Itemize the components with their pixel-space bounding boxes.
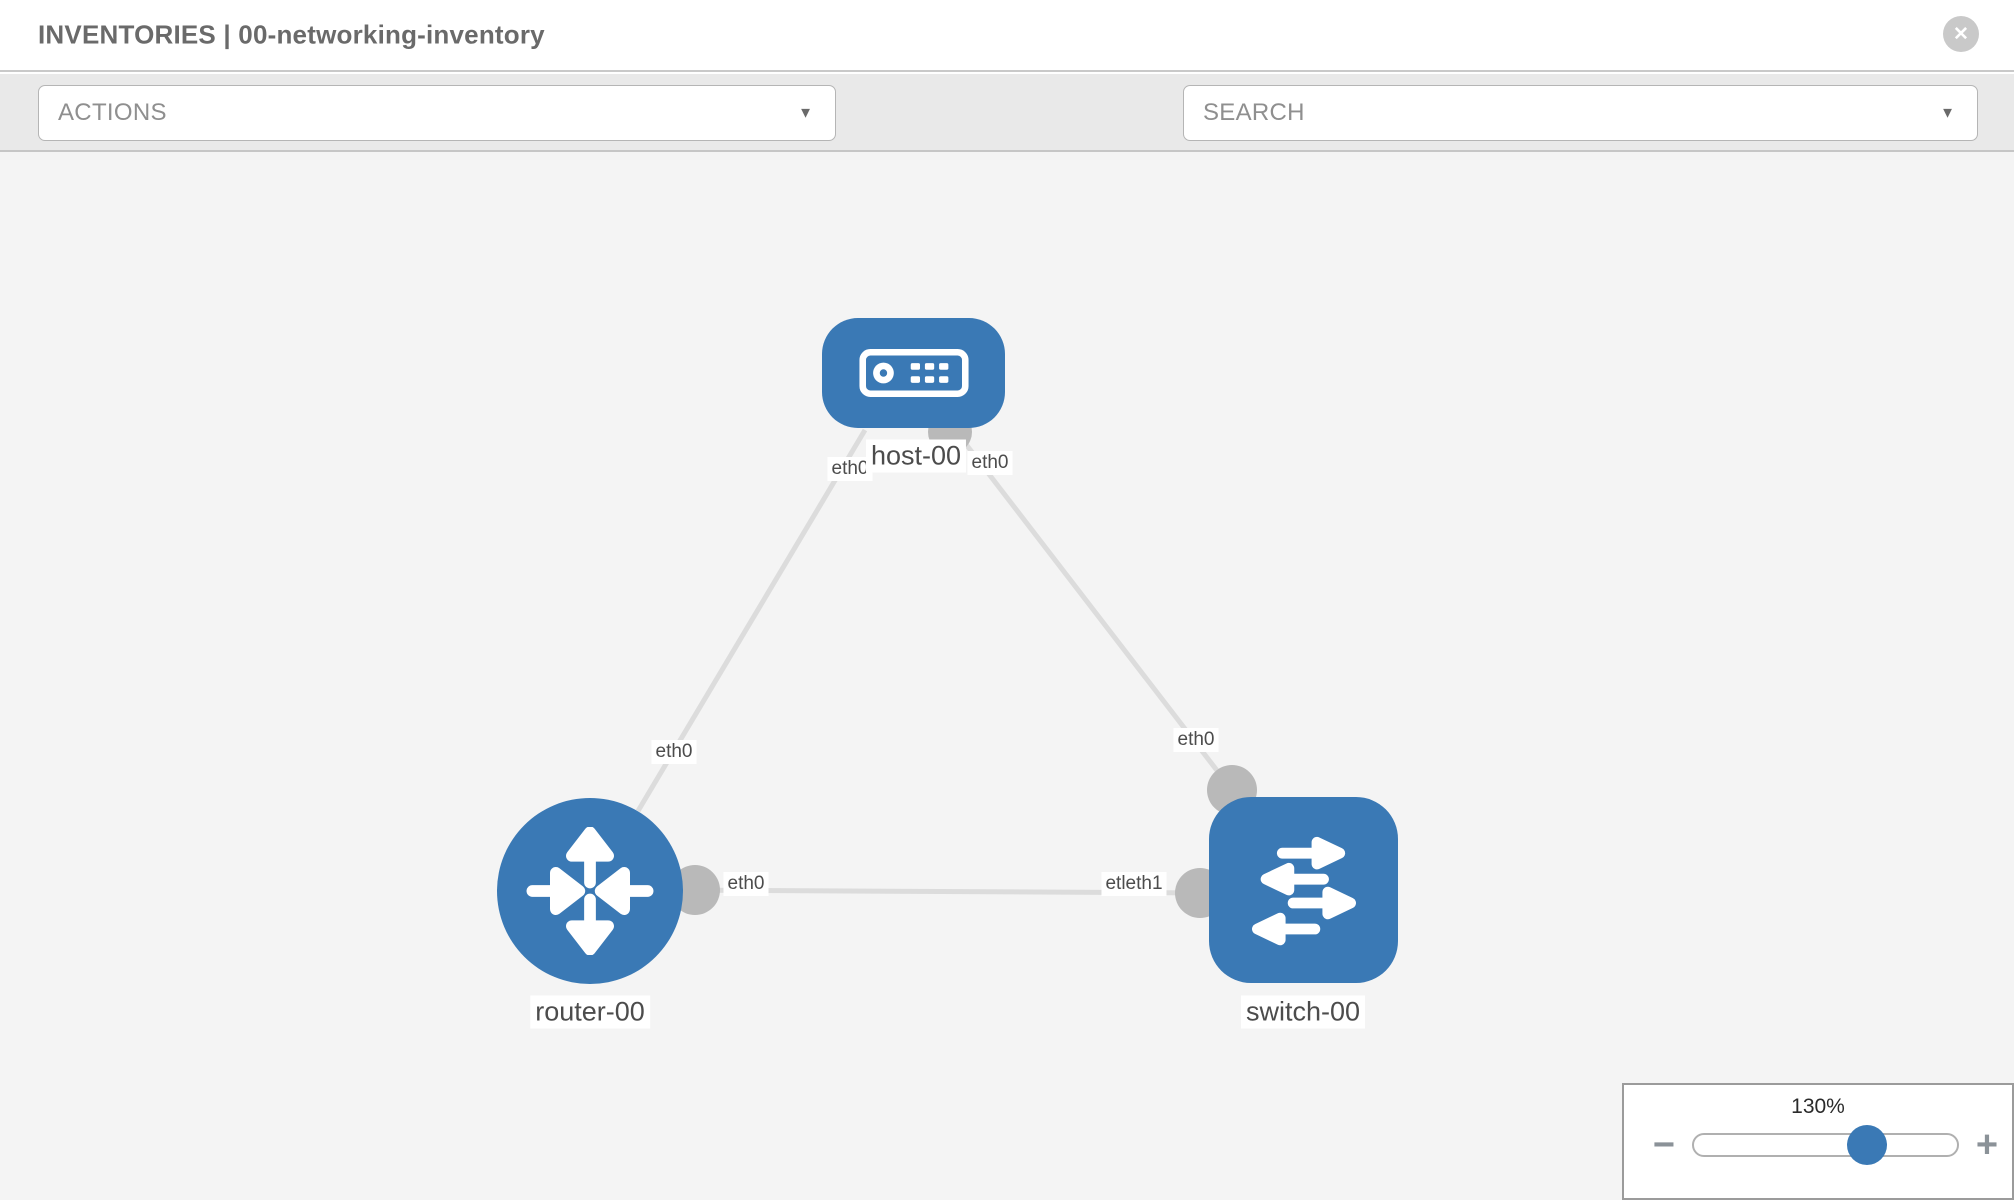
node-host-00[interactable]	[822, 318, 1005, 428]
zoom-in-button[interactable]: +	[1975, 1124, 1999, 1166]
port-router-right	[670, 865, 720, 915]
iface-label: eth0	[967, 451, 1013, 475]
node-label-switch: switch-00	[1240, 995, 1366, 1029]
zoom-level: 130%	[1791, 1095, 1845, 1118]
zoom-slider-handle[interactable]	[1847, 1125, 1887, 1165]
zoom-slider-track[interactable]	[1692, 1125, 1959, 1165]
actions-dropdown-label: ACTIONS	[58, 99, 167, 126]
toolbar: ACTIONS ▼ SEARCH ▼	[0, 74, 2014, 208]
chevron-down-icon: ▼	[1940, 104, 1955, 122]
router-icon	[526, 827, 654, 955]
header: INVENTORIES | 00-networking-inventory ✕	[0, 0, 2014, 72]
actions-dropdown[interactable]: ACTIONS ▼	[38, 85, 836, 141]
chevron-down-icon: ▼	[798, 104, 813, 122]
node-label-router: router-00	[530, 995, 650, 1029]
host-icon	[858, 349, 969, 397]
iface-label: eth0	[651, 740, 697, 764]
search-dropdown-label: SEARCH	[1203, 99, 1305, 126]
links-layer	[635, 410, 1257, 918]
switch-icon	[1251, 836, 1356, 946]
close-button[interactable]: ✕	[1943, 16, 1979, 52]
node-router-00[interactable]	[497, 798, 683, 984]
zoom-slider-row: − +	[1624, 1123, 2012, 1167]
topology-canvas[interactable]: host-00 router-00 switch-00 eth0 eth0 et…	[0, 152, 2014, 1200]
node-label-host: host-00	[865, 439, 967, 473]
iface-label: eth0	[827, 457, 873, 481]
page-title: INVENTORIES | 00-networking-inventory	[38, 19, 545, 50]
iface-label: eth0	[1173, 728, 1219, 752]
node-switch-00[interactable]	[1209, 797, 1398, 983]
iface-label: etleth1	[1101, 872, 1167, 896]
zoom-panel: 130% − +	[1622, 1083, 2014, 1200]
close-icon: ✕	[1953, 23, 1969, 45]
zoom-out-button[interactable]: −	[1652, 1124, 1676, 1166]
iface-label: eth0	[723, 872, 769, 896]
search-dropdown[interactable]: SEARCH ▼	[1183, 85, 1978, 141]
